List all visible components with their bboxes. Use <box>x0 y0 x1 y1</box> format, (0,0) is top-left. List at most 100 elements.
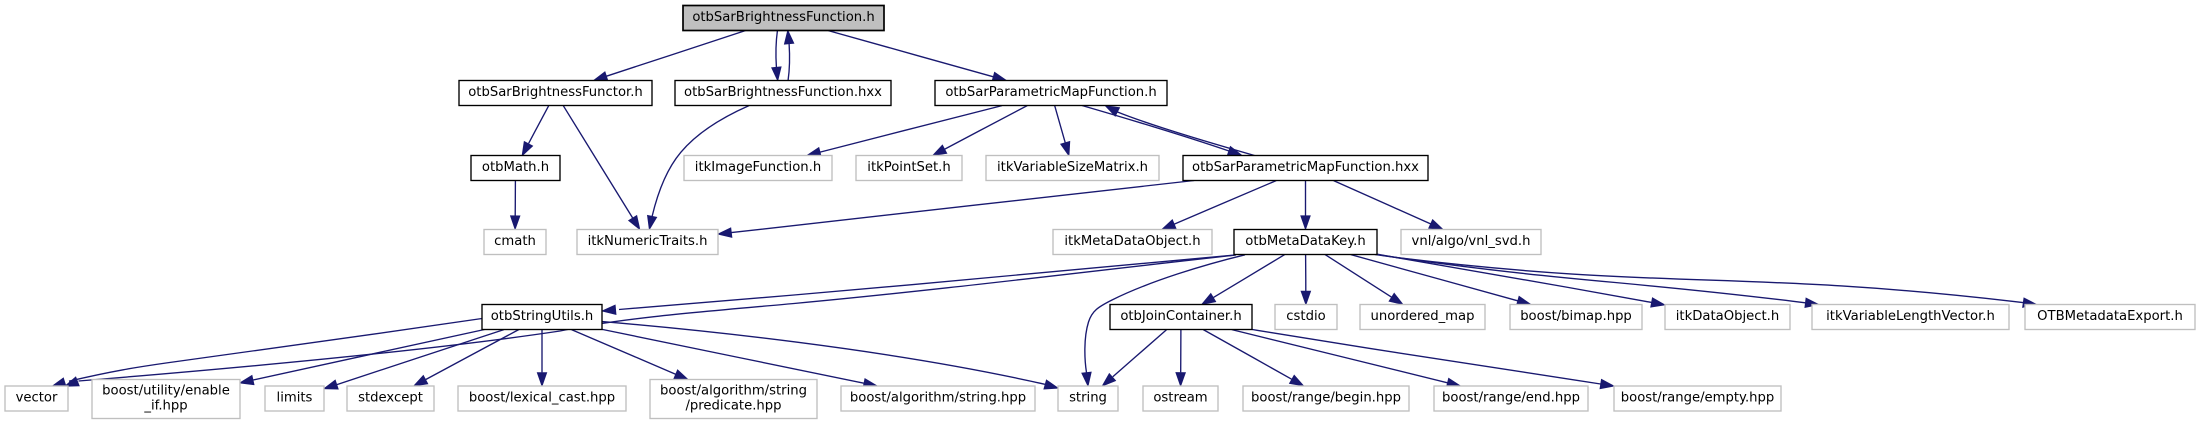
node-label-vector: vector <box>16 391 58 406</box>
node-otbsarbrightnessfunction-hxx[interactable]: otbSarBrightnessFunction.hxx <box>674 79 892 107</box>
node-itkpointset-h: itkPointSet.h <box>855 154 963 182</box>
arrowhead-Node12-Node18 <box>1650 297 1667 308</box>
edge-Node1-Node6 <box>828 29 994 78</box>
node-boost-range-begin-hpp: boost/range/begin.hpp <box>1242 385 1410 412</box>
node-label-otbsarparametricmapfunction-hxx: otbSarParametricMapFunction.hxx <box>1192 160 1419 175</box>
node-label-boost-range-begin-hpp: boost/range/begin.hpp <box>1251 391 1401 406</box>
node-label-otbsarparametricmapfunction-h: otbSarParametricMapFunction.h <box>945 85 1156 100</box>
node-ostream: ostream <box>1142 385 1219 412</box>
node-label-stdexcept: stdexcept <box>358 391 423 406</box>
edge-Node2-Node5 <box>562 105 634 219</box>
node-itkvariablesizematrix-h: itkVariableSizeMatrix.h <box>985 154 1160 182</box>
node-box-otbjoincontainer-h[interactable] <box>1109 303 1253 331</box>
node-box-itkdataobject-h <box>1664 303 1791 331</box>
node-otbsarbrightnessfunctor-h[interactable]: otbSarBrightnessFunctor.h <box>458 79 653 107</box>
edge-Node10-Node5 <box>731 179 1195 234</box>
node-box-stdexcept <box>346 385 435 412</box>
node-label-otbmetadataexport-h: OTBMetadataExport.h <box>2037 309 2183 324</box>
node-box-otbsarparametricmapfunction-h[interactable] <box>934 79 1168 107</box>
node-box-itkpointset-h <box>855 154 963 182</box>
arrowhead-Node6-Node8 <box>931 144 948 157</box>
node-otbmetadataexport-h: OTBMetadataExport.h <box>2024 303 2196 331</box>
edge-Node34-Node5 <box>651 104 750 217</box>
edge-Node6-Node8 <box>944 105 1028 150</box>
edge-Node21-Node14 <box>68 317 483 382</box>
node-stdexcept: stdexcept <box>346 385 435 412</box>
edge-Node10-Node33 <box>1333 179 1431 225</box>
edge-Node28-Node30 <box>1202 329 1292 380</box>
arrowhead-Node6-Node9 <box>1059 140 1071 157</box>
edge-Node34-Node1 <box>787 43 791 81</box>
node-label-otbjoincontainer-h: otbJoinContainer.h <box>1120 309 1241 324</box>
node-box-itkimagefunction-h <box>683 154 833 182</box>
edge-Node21-Node24 <box>252 328 485 381</box>
node-otbsarparametricmapfunction-h[interactable]: otbSarParametricMapFunction.h <box>934 79 1168 107</box>
node-otbsarparametricmapfunction-hxx[interactable]: otbSarParametricMapFunction.hxx <box>1182 154 1429 182</box>
edge-Node12-Node21 <box>618 254 1237 311</box>
node-box-boost-range-begin-hpp <box>1242 385 1410 412</box>
node-boost-range-end-hpp: boost/range/end.hpp <box>1433 385 1589 412</box>
node-box-boost-bimap-hpp <box>1509 303 1643 331</box>
node-layer: otbSarBrightnessFunction.hotbSarBrightne… <box>4 4 2196 420</box>
edge-layer <box>50 28 2038 390</box>
edge-Node21-Node23 <box>425 329 520 381</box>
node-box-cstdio <box>1274 303 1338 331</box>
arrowhead-Node21-Node24 <box>238 374 255 386</box>
arrowhead-Node12-Node13 <box>1081 371 1092 388</box>
node-cmath: cmath <box>483 228 547 256</box>
arrowhead-Node3-Node4 <box>509 215 521 231</box>
arrowhead-Node21-Node13 <box>1043 379 1060 390</box>
arrowhead-Node10-Node5 <box>716 227 733 238</box>
node-box-otbmath-h[interactable] <box>470 154 561 182</box>
node-label-boost-lexical-cast-hpp: boost/lexical_cast.hpp <box>469 391 615 406</box>
node-label-boost-algorithm-string-hpp: boost/algorithm/string.hpp <box>850 391 1026 406</box>
edge-Node12-Node13 <box>1084 254 1246 373</box>
node-box-itkvariablelengthvector-h <box>1811 303 2010 331</box>
node-otbmetadatakey-h[interactable]: otbMetaDataKey.h <box>1233 228 1378 256</box>
edge-Node12-Node16 <box>1324 254 1392 298</box>
node-box-otbstringutils-h[interactable] <box>481 303 603 331</box>
node-label-vnl-algo-vnl-svd-h: vnl/algo/vnl_svd.h <box>1412 234 1531 249</box>
node-box-otbmetadatakey-h[interactable] <box>1233 228 1378 256</box>
node-box-otbsarparametricmapfunction-hxx[interactable] <box>1182 154 1429 182</box>
edge-Node21-Node13 <box>602 320 1046 386</box>
node-box-boost-utility-enable-if-hpp <box>91 378 241 420</box>
node-label-itkimagefunction-h: itkImageFunction.h <box>695 160 821 175</box>
node-box-otbsarbrightnessfunctor-h[interactable] <box>458 79 653 107</box>
node-label-boost-algorithm-string-predicate-hpp-line2: /predicate.hpp <box>685 399 781 414</box>
node-boost-bimap-hpp: boost/bimap.hpp <box>1509 303 1643 331</box>
arrowhead-Node28-Node13 <box>1101 372 1117 387</box>
node-label-cmath: cmath <box>494 234 536 249</box>
node-box-otbsarbrightnessfunction-hxx[interactable] <box>674 79 892 107</box>
arrowhead-Node34-Node5 <box>647 214 658 231</box>
node-box-unordered-map <box>1359 303 1486 331</box>
node-label-otbsarbrightnessfunction-hxx: otbSarBrightnessFunction.hxx <box>684 85 882 100</box>
node-boost-lexical-cast-hpp: boost/lexical_cast.hpp <box>457 385 627 412</box>
node-label-otbstringutils-h: otbStringUtils.h <box>491 309 594 324</box>
edge-Node10-Node11 <box>1174 179 1277 225</box>
node-label-otbmath-h: otbMath.h <box>482 160 549 175</box>
edge-Node1-Node34 <box>775 30 779 68</box>
node-otbjoincontainer-h[interactable]: otbJoinContainer.h <box>1109 303 1253 331</box>
arrowhead-Node28-Node29 <box>1175 372 1187 388</box>
node-label-cstdio: cstdio <box>1286 309 1325 324</box>
arrowhead-Node21-Node25 <box>536 372 548 388</box>
node-vector: vector <box>4 385 69 412</box>
node-label-itkvariablelengthvector-h: itkVariableLengthVector.h <box>1826 309 1995 324</box>
arrowhead-Node10-Node12 <box>1300 215 1311 231</box>
arrowhead-Node21-Node23 <box>412 374 429 387</box>
arrowhead-Node28-Node30 <box>1288 374 1305 387</box>
arrowhead-Node12-Node16 <box>1388 292 1405 306</box>
node-label-otbmetadatakey-h: otbMetaDataKey.h <box>1245 234 1365 249</box>
arrowhead-Node21-Node22 <box>322 379 339 390</box>
arrowhead-Node10-Node11 <box>1160 219 1177 231</box>
node-box-itknumerictraits-h <box>576 228 719 256</box>
node-otbstringutils-h[interactable]: otbStringUtils.h <box>481 303 603 331</box>
node-otbmath-h[interactable]: otbMath.h <box>470 154 561 182</box>
edge-Node12-Node19 <box>1376 253 1806 304</box>
node-box-itkvariablesizematrix-h <box>985 154 1160 182</box>
node-box-otbmetadataexport-h <box>2024 303 2196 331</box>
node-itknumerictraits-h: itkNumericTraits.h <box>576 228 719 256</box>
edge-Node1-Node2 <box>606 29 746 77</box>
arrowhead-Node28-Node32 <box>1599 378 1616 390</box>
